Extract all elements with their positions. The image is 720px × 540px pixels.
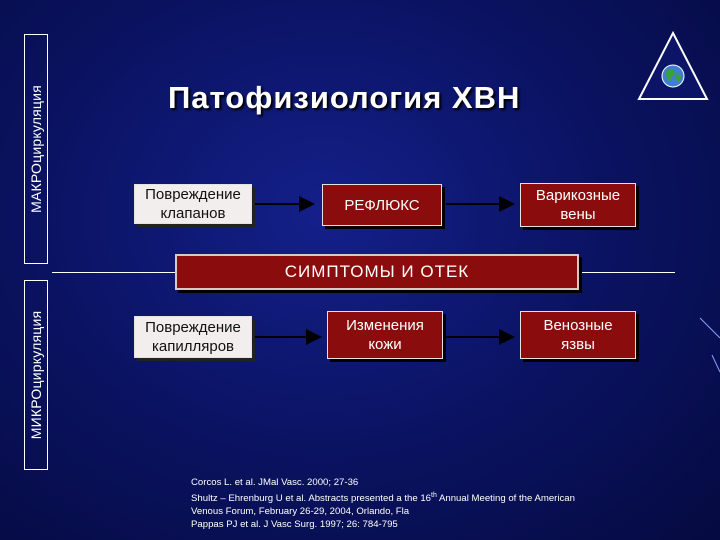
banner-right-line bbox=[579, 272, 675, 273]
symptoms-edema-banner: СИМПТОМЫ И ОТЕК bbox=[175, 254, 579, 290]
capillary-damage-box: Повреждение капилляров bbox=[134, 316, 252, 358]
venous-ulcers-label: Венозные язвы bbox=[543, 317, 613, 353]
corner-decor-line-2 bbox=[711, 354, 720, 373]
globe-in-triangle-icon bbox=[637, 30, 709, 100]
valve-damage-box: Повреждение клапанов bbox=[134, 184, 252, 224]
page-title: Патофизиология ХВН bbox=[168, 80, 521, 115]
reflux-box: РЕФЛЮКС bbox=[322, 184, 442, 226]
reference-2-text-end: Annual Meeting of the American bbox=[436, 493, 575, 505]
varicose-veins-label: Варикозные вены bbox=[535, 187, 621, 223]
capillary-damage-label: Повреждение капилляров bbox=[145, 319, 241, 355]
reference-3: Venous Forum, February 26-29, 2004, Orla… bbox=[191, 506, 410, 518]
skin-changes-label: Изменения кожи bbox=[346, 317, 424, 353]
valve-damage-label: Повреждение клапанов bbox=[145, 186, 241, 222]
corner-decor-line bbox=[699, 317, 720, 339]
references: Corcos L. et al. JMal Vasc. 2000; 27-36 … bbox=[191, 476, 711, 531]
venous-ulcers-box: Венозные язвы bbox=[520, 311, 636, 359]
reference-4: Pappas PJ et al. J Vasc Surg. 1997; 26: … bbox=[191, 519, 398, 531]
macro-label-box: МАКРОциркуляция bbox=[24, 34, 48, 264]
varicose-veins-box: Варикозные вены bbox=[520, 183, 636, 227]
reflux-label: РЕФЛЮКС bbox=[344, 196, 420, 214]
banner-left-line bbox=[52, 272, 175, 273]
skin-changes-box: Изменения кожи bbox=[327, 311, 443, 359]
reference-2: Shultz – Ehrenburg U et al. Abstracts pr… bbox=[191, 489, 711, 505]
reference-1: Corcos L. et al. JMal Vasc. 2000; 27-36 bbox=[191, 477, 359, 488]
reference-2-text: Shultz – Ehrenburg U et al. Abstracts pr… bbox=[191, 493, 431, 505]
micro-label-box: МИКРОциркуляция bbox=[24, 280, 48, 470]
reference-2-sup: th bbox=[431, 492, 437, 499]
